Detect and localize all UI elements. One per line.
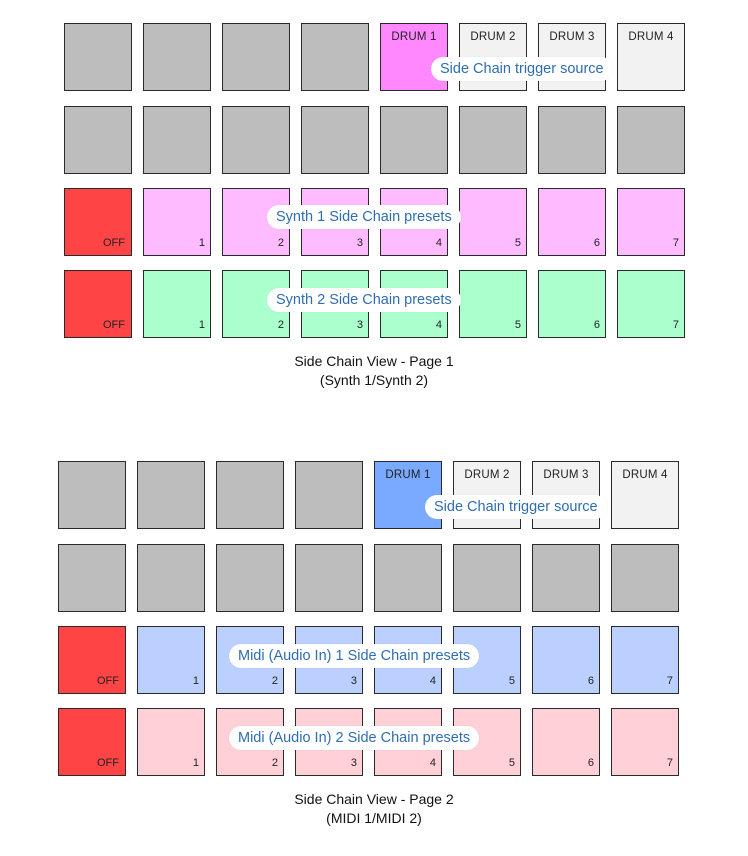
preset-number: 7: [666, 757, 673, 769]
preset-number: 4: [429, 675, 436, 687]
page1-preset-row2-preset-1[interactable]: 1: [143, 270, 211, 338]
page2-row2-pad-8[interactable]: [611, 544, 679, 612]
drum-label: DRUM 2: [464, 469, 510, 481]
page2-row1-pad-2[interactable]: [137, 461, 205, 529]
preset-number: 5: [514, 237, 521, 249]
page1-drum-pad-4[interactable]: DRUM 4: [617, 23, 685, 91]
page1-row1-pad-2[interactable]: [143, 23, 211, 91]
preset-number: 2: [271, 675, 278, 687]
preset-number: 7: [672, 237, 679, 249]
page1-preset-row1-preset-5[interactable]: 5: [459, 188, 527, 256]
off-label: OFF: [97, 757, 119, 769]
page1-caption-line2: (Synth 1/Synth 2): [319, 372, 429, 388]
preset-number: 4: [435, 319, 442, 331]
page2-trigger-callout: Side Chain trigger source: [425, 495, 607, 519]
page2-row2-pad-5[interactable]: [374, 544, 442, 612]
page2-row1-pad-3[interactable]: [216, 461, 284, 529]
preset-number: 5: [508, 675, 515, 687]
preset-number: 2: [277, 319, 284, 331]
page2-row1-pad-4[interactable]: [295, 461, 363, 529]
page1-row2-pad-4[interactable]: [301, 106, 369, 174]
preset-number: 4: [435, 237, 442, 249]
page1-preset-row1-preset-1[interactable]: 1: [143, 188, 211, 256]
page2-preset-row1-off-pad[interactable]: OFF: [58, 626, 126, 694]
page2-caption-line2: (MIDI 1/MIDI 2): [326, 810, 422, 826]
preset-number: 1: [198, 237, 205, 249]
page2-preset-row1-preset-7[interactable]: 7: [611, 626, 679, 694]
preset-number: 3: [356, 319, 363, 331]
page1-row2-pad-6[interactable]: [459, 106, 527, 174]
page2-preset-row2-preset-1[interactable]: 1: [137, 708, 205, 776]
page1-row1-pad-3[interactable]: [222, 23, 290, 91]
drum-label: DRUM 2: [470, 31, 516, 43]
page1-trigger-callout: Side Chain trigger source: [431, 57, 613, 81]
page2-drum-pad-4[interactable]: DRUM 4: [611, 461, 679, 529]
preset-number: 3: [350, 757, 357, 769]
page1-row1-pad-1[interactable]: [64, 23, 132, 91]
drum-label: DRUM 4: [622, 469, 668, 481]
page1-preset-row2-preset-5[interactable]: 5: [459, 270, 527, 338]
page1-row1-callout: Synth 1 Side Chain presets: [267, 205, 461, 229]
page1-row2-pad-5[interactable]: [380, 106, 448, 174]
preset-number: 6: [587, 675, 594, 687]
drum-label: DRUM 4: [628, 31, 674, 43]
page2-preset-row2-off-pad[interactable]: OFF: [58, 708, 126, 776]
page1-preset-row2-preset-6[interactable]: 6: [538, 270, 606, 338]
preset-number: 1: [192, 757, 199, 769]
page2-row2-pad-1[interactable]: [58, 544, 126, 612]
page1-preset-row2-off-pad[interactable]: OFF: [64, 270, 132, 338]
page2-preset-row2-preset-6[interactable]: 6: [532, 708, 600, 776]
page2-preset-row1-preset-1[interactable]: 1: [137, 626, 205, 694]
page2-row1-callout: Midi (Audio In) 1 Side Chain presets: [229, 644, 480, 668]
page1-row2-callout: Synth 2 Side Chain presets: [267, 288, 461, 312]
page2-row1-pad-1[interactable]: [58, 461, 126, 529]
page1-preset-row1-preset-7[interactable]: 7: [617, 188, 685, 256]
page2-row2-pad-7[interactable]: [532, 544, 600, 612]
preset-number: 6: [587, 757, 594, 769]
page1-row2-pad-7[interactable]: [538, 106, 606, 174]
page2-row2-pad-6[interactable]: [453, 544, 521, 612]
page1-caption-line1: Side Chain View - Page 1: [294, 353, 454, 369]
page2-caption-line1: Side Chain View - Page 2: [294, 791, 454, 807]
page2-row2-pad-2[interactable]: [137, 544, 205, 612]
page2-row2-pad-4[interactable]: [295, 544, 363, 612]
preset-number: 3: [356, 237, 363, 249]
off-label: OFF: [103, 319, 125, 331]
page1-preset-row1-off-pad[interactable]: OFF: [64, 188, 132, 256]
off-label: OFF: [103, 237, 125, 249]
drum-label: DRUM 3: [549, 31, 595, 43]
preset-number: 1: [192, 675, 199, 687]
preset-number: 7: [672, 319, 679, 331]
page2-preset-row2-preset-7[interactable]: 7: [611, 708, 679, 776]
drum-label: DRUM 3: [543, 469, 589, 481]
preset-number: 6: [593, 319, 600, 331]
preset-number: 1: [198, 319, 205, 331]
page1-row2-pad-2[interactable]: [143, 106, 211, 174]
page2-row2-callout: Midi (Audio In) 2 Side Chain presets: [229, 726, 480, 750]
preset-number: 5: [514, 319, 521, 331]
preset-number: 4: [429, 757, 436, 769]
preset-number: 2: [271, 757, 278, 769]
preset-number: 6: [593, 237, 600, 249]
preset-number: 5: [508, 757, 515, 769]
drum-label: DRUM 1: [391, 31, 437, 43]
preset-number: 7: [666, 675, 673, 687]
page2-row2-pad-3[interactable]: [216, 544, 284, 612]
preset-number: 2: [277, 237, 284, 249]
page2-preset-row1-preset-6[interactable]: 6: [532, 626, 600, 694]
page1-preset-row1-preset-6[interactable]: 6: [538, 188, 606, 256]
preset-number: 3: [350, 675, 357, 687]
page1-row1-pad-4[interactable]: [301, 23, 369, 91]
page1-row2-pad-1[interactable]: [64, 106, 132, 174]
page1-preset-row2-preset-7[interactable]: 7: [617, 270, 685, 338]
page1-row2-pad-3[interactable]: [222, 106, 290, 174]
page1-row2-pad-8[interactable]: [617, 106, 685, 174]
off-label: OFF: [97, 675, 119, 687]
drum-label: DRUM 1: [385, 469, 431, 481]
